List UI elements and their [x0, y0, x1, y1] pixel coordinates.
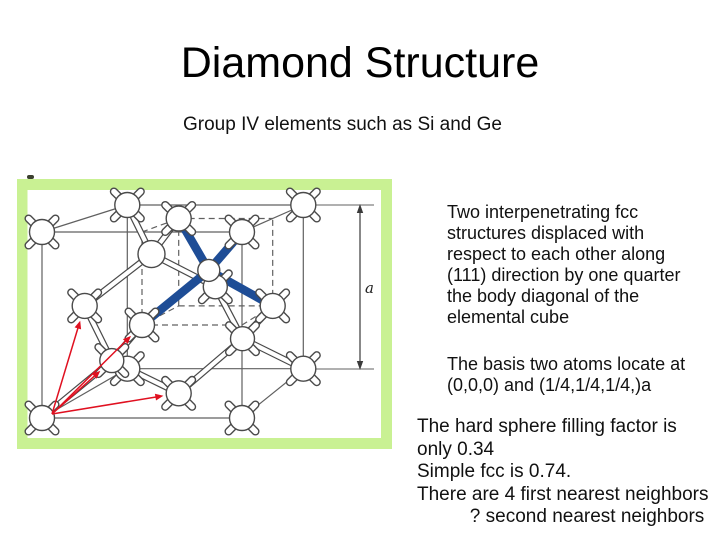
figure-frame [17, 179, 392, 449]
atom [128, 311, 156, 339]
slide-subtitle: Group IV elements such as Si and Ge [183, 114, 502, 135]
atom [71, 292, 98, 320]
atom [229, 326, 256, 352]
atom [99, 347, 125, 374]
atom [290, 355, 317, 382]
dimension-label: a [365, 279, 374, 297]
atom [137, 239, 166, 269]
red-arrowhead [92, 370, 101, 379]
diamond-structure-figure: a [17, 179, 392, 449]
atom [197, 258, 221, 283]
red-arrow [51, 338, 128, 415]
atom [290, 191, 317, 219]
description-paragraph: Two interpenetrating fcc structures disp… [447, 202, 681, 327]
stray-mark [27, 175, 34, 179]
basis-atoms-paragraph: The basis two atoms locate at (0,0,0) an… [447, 354, 686, 395]
filling-factor-paragraph: The hard sphere filling factor is only 0… [417, 416, 709, 527]
atoms [24, 187, 321, 436]
atom [165, 380, 192, 407]
atom [259, 292, 286, 320]
red-arrowhead [122, 335, 131, 344]
atom [114, 191, 141, 219]
red-arrowhead [74, 320, 82, 330]
atom [228, 218, 256, 246]
red-arrow [51, 325, 80, 415]
atom [228, 404, 256, 432]
dimension-a: a [316, 204, 374, 370]
nearest-neighbor-arrows [51, 320, 164, 415]
red-arrowhead [154, 393, 164, 401]
slide-title: Diamond Structure [180, 39, 540, 87]
atom [165, 205, 192, 232]
red-arrow [51, 395, 159, 415]
atom [28, 404, 56, 432]
atom [28, 218, 56, 246]
red-arrow [51, 373, 97, 415]
